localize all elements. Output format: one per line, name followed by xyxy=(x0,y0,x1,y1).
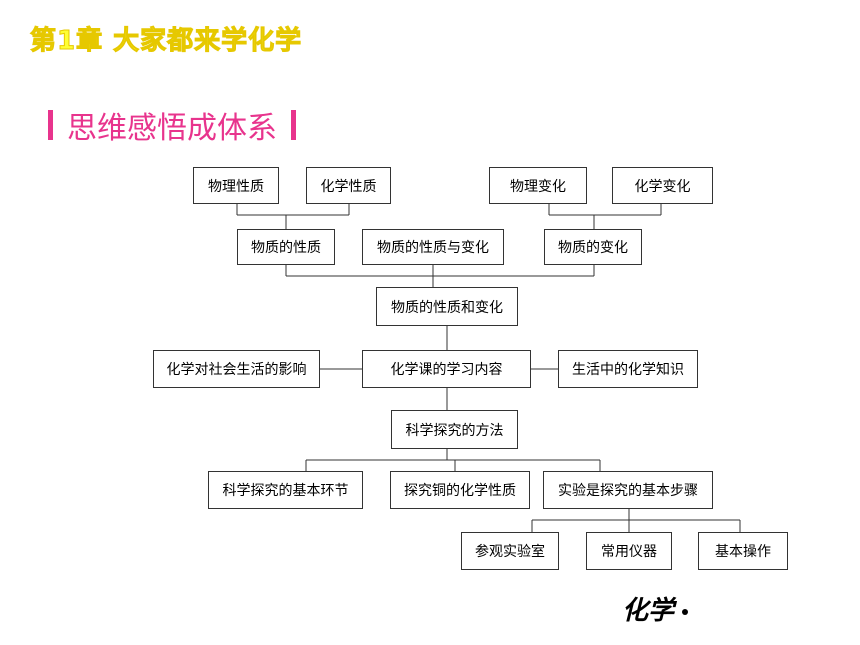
footer-brand: 化学 xyxy=(622,590,689,627)
section-heading: 思维感悟成体系 xyxy=(48,103,296,147)
section-bar-left xyxy=(48,110,53,140)
footer-brand-text: 化学 xyxy=(622,596,675,626)
node-common-instruments: 常用仪器 xyxy=(586,532,672,570)
node-properties-and-changes: 物质的性质和变化 xyxy=(376,287,518,326)
node-properties-of-matter: 物质的性质 xyxy=(237,229,335,265)
chapter-title: 第1章 大家都来学化学 xyxy=(29,26,303,57)
node-physical-property: 物理性质 xyxy=(193,167,279,204)
node-basic-operations: 基本操作 xyxy=(698,532,788,570)
node-experiment-basis: 实验是探究的基本步骤 xyxy=(543,471,713,509)
node-basic-steps-link: 科学探究的基本环节 xyxy=(208,471,363,509)
node-chemical-change: 化学变化 xyxy=(612,167,713,204)
node-chemical-property: 化学性质 xyxy=(306,167,391,204)
node-properties-and-change: 物质的性质与变化 xyxy=(362,229,504,265)
node-course-content: 化学课的学习内容 xyxy=(362,350,531,388)
section-bar-right xyxy=(291,110,296,140)
node-changes-of-matter: 物质的变化 xyxy=(544,229,642,265)
node-copper-properties: 探究铜的化学性质 xyxy=(390,471,530,509)
node-visit-lab: 参观实验室 xyxy=(461,532,559,570)
node-scientific-method: 科学探究的方法 xyxy=(391,410,518,449)
node-chemistry-in-life: 生活中的化学知识 xyxy=(558,350,698,388)
bullet-dot xyxy=(682,609,689,615)
node-chemistry-impact: 化学对社会生活的影响 xyxy=(153,350,320,388)
section-title: 思维感悟成体系 xyxy=(67,111,277,146)
node-physical-change: 物理变化 xyxy=(489,167,587,204)
